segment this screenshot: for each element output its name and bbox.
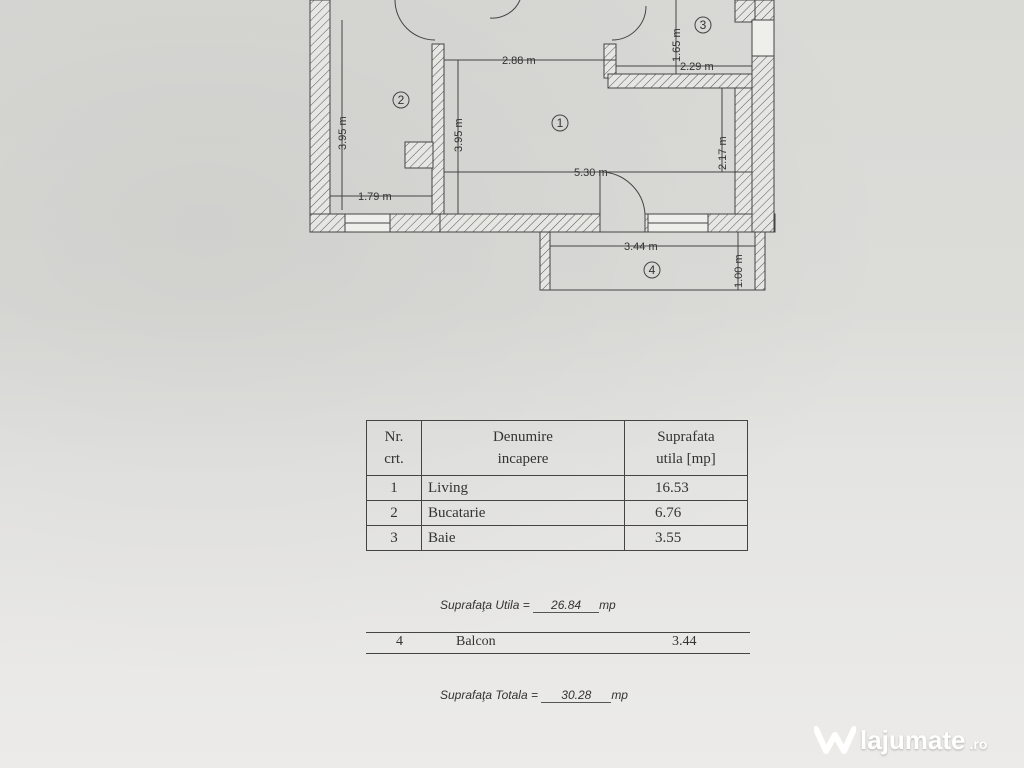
dim-hall-width: 2.88 m	[502, 55, 536, 67]
useful-area-unit: mp	[599, 598, 616, 612]
balcony-nr: 4	[396, 634, 403, 649]
dim-balcony-width: 3.44 m	[624, 241, 658, 253]
dim-balcony-depth: 1.00 m	[733, 254, 745, 288]
row-nr: 2	[366, 500, 422, 526]
watermark-brand: lajumate	[860, 724, 966, 755]
useful-area-value: 26.84	[533, 598, 600, 613]
floor-plan: 3.95 m 3.95 m 2.88 m 1.65 m 2.29 m 5.30 …	[309, 0, 776, 291]
room-number-4: 4	[649, 263, 656, 277]
row-name: Baie	[420, 525, 625, 551]
room-number-3: 3	[700, 18, 707, 32]
table-row: 3 Baie 3.55	[366, 525, 749, 551]
dimension-labels: 3.95 m 3.95 m 2.88 m 1.65 m 2.29 m 5.30 …	[337, 28, 745, 288]
logo-icon	[814, 726, 856, 754]
balcony-area: 3.44	[672, 634, 697, 649]
room-number-1: 1	[557, 116, 564, 130]
table-row: 1 Living 16.53	[366, 475, 749, 501]
row-nr: 1	[366, 475, 422, 501]
watermark-tld: .ro	[969, 736, 988, 752]
dim-kitchen-width: 1.79 m	[358, 191, 392, 203]
header-nr: Nr.crt.	[366, 420, 422, 476]
row-name: Living	[420, 475, 625, 501]
row-area: 6.76	[623, 500, 749, 526]
balcony-outline	[539, 231, 766, 291]
doors	[394, 0, 647, 215]
watermark-logo: lajumate.ro	[814, 722, 987, 758]
dim-living-height: 3.95 m	[453, 118, 465, 152]
table-row: 2 Bucatarie 6.76	[366, 500, 749, 526]
room-number-2: 2	[398, 93, 405, 107]
room-markers	[392, 16, 712, 279]
balcony-row: 4 Balcon 3.44	[366, 632, 750, 654]
dim-living-side: 2.17 m	[717, 136, 729, 170]
row-nr: 3	[366, 525, 422, 551]
row-area: 16.53	[623, 475, 749, 501]
room-numbers: 2 1 3 4	[398, 18, 707, 277]
dim-kitchen-height: 3.95 m	[337, 116, 349, 150]
row-area: 3.55	[623, 525, 749, 551]
total-area-value: 30.28	[541, 688, 612, 703]
dim-living-width: 5.30 m	[574, 167, 608, 179]
windows	[344, 19, 775, 233]
total-area-label: Suprafaţa Totala =	[440, 688, 538, 702]
dim-bath-width: 2.29 m	[680, 61, 714, 73]
dimension-lines	[330, 0, 755, 290]
total-area-unit: mp	[611, 688, 628, 702]
dim-bath-height: 1.65 m	[671, 28, 683, 62]
balcony-name: Balcon	[456, 634, 496, 649]
useful-area-label: Suprafaţa Utila =	[440, 598, 530, 612]
row-name: Bucatarie	[420, 500, 625, 526]
